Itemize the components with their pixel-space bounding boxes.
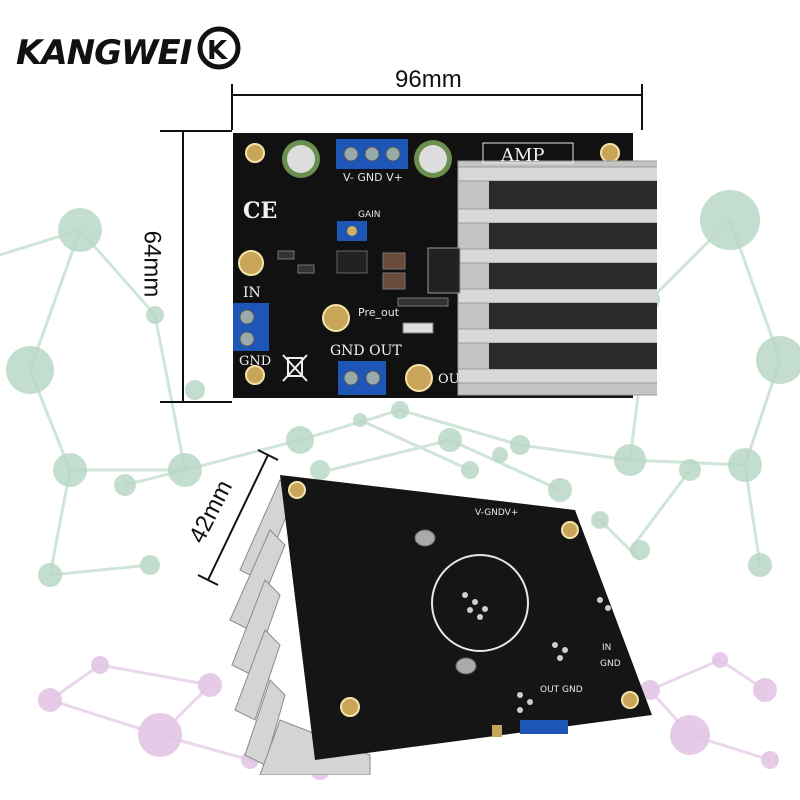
capacitor: [282, 140, 452, 178]
sma-connector-edge: [492, 725, 502, 737]
heatsink-outline: [431, 554, 529, 652]
gnd-out-label: GND OUT: [330, 343, 402, 359]
pre-out-label: Pre_out: [358, 306, 400, 319]
out-label: OU: [438, 372, 460, 387]
bottom-in-label: IN: [602, 643, 611, 653]
width-dimension-label: 96mm: [395, 66, 462, 93]
mounting-hole: [288, 481, 639, 717]
bottom-out-gnd-label: OUT GND: [540, 685, 583, 695]
amp-label: AMP: [500, 145, 545, 166]
gain-label: GAIN: [358, 210, 381, 220]
bottom-gnd-label: GND: [600, 659, 621, 669]
height-dimension-label: 64mm: [138, 230, 166, 298]
sma-connector: [238, 250, 433, 392]
op-amp-chip: [336, 250, 368, 274]
pcb-underside: [280, 475, 652, 760]
power-label: V- GND V+: [343, 171, 403, 184]
amplifier-board-bottom-view: V-GNDV+ IN GND OUT GND: [229, 475, 652, 775]
amplifier-board-top-view: AMP V- GND V+ CE GAIN Pre_out IN GND GND…: [233, 133, 657, 398]
output-terminal-edge: [520, 720, 568, 734]
weee-symbol: [282, 354, 308, 382]
svg-text:KANGWEI: KANGWEI: [16, 33, 192, 73]
svg-text:K: K: [207, 36, 228, 66]
gnd-label: GND: [239, 354, 271, 369]
ce-mark: CE: [243, 198, 277, 224]
bottom-power-label: V-GNDV+: [475, 508, 518, 518]
brand-logo: KANGWEI K: [16, 26, 241, 73]
in-label: IN: [243, 285, 261, 301]
power-transistor: [427, 247, 461, 294]
heatsink-fins: [229, 479, 371, 775]
